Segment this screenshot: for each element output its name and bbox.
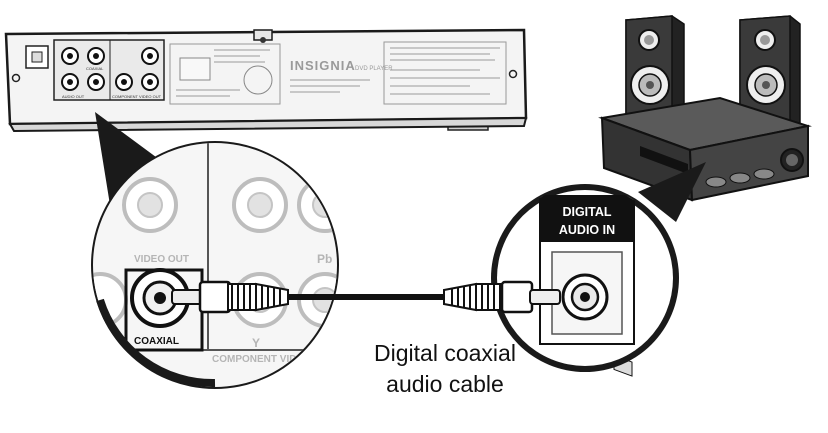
- zoom-pb-label: Pb: [317, 252, 332, 266]
- zoom-pr-label: Pr: [317, 336, 330, 350]
- zoom-video-out-label: VIDEO OUT: [134, 254, 189, 265]
- speaker-right: [739, 15, 801, 133]
- caption-line-1: Digital coaxial: [374, 340, 516, 366]
- zoom-pointer-left: [95, 112, 160, 205]
- dvd-player: AUDIO OUT COAXIAL COMPONENT VIDEO OUT IN…: [4, 28, 528, 205]
- cable-plug-left: [171, 280, 289, 314]
- zoom-digital-audio-in: DIGITAL AUDIO IN: [491, 184, 679, 372]
- zoom-component-video-label: COMPONENT VIDEO: [212, 354, 311, 365]
- audio-receiver: [598, 15, 812, 377]
- player-brand: INSIGNIA: [290, 58, 356, 73]
- digital-audio-in-line1: DIGITAL: [562, 205, 611, 219]
- coaxial-cable: [171, 280, 561, 314]
- player-audio-out-label: AUDIO OUT: [62, 94, 85, 99]
- speaker-left: [625, 15, 685, 133]
- caption-line-2: audio cable: [386, 371, 504, 397]
- zoom-pointer-right: [638, 162, 706, 222]
- digital-audio-in-line2: AUDIO IN: [559, 223, 615, 237]
- cable-plug-right: [443, 280, 561, 314]
- zoom-coaxial-label: COAXIAL: [134, 336, 179, 347]
- zoom-y-label: Y: [252, 336, 260, 350]
- player-coaxial-label: COAXIAL: [86, 66, 104, 71]
- player-component-label: COMPONENT VIDEO OUT: [112, 94, 162, 99]
- cable-caption: Digital coaxial audio cable: [340, 338, 550, 400]
- player-model: DVD PLAYER: [355, 66, 393, 72]
